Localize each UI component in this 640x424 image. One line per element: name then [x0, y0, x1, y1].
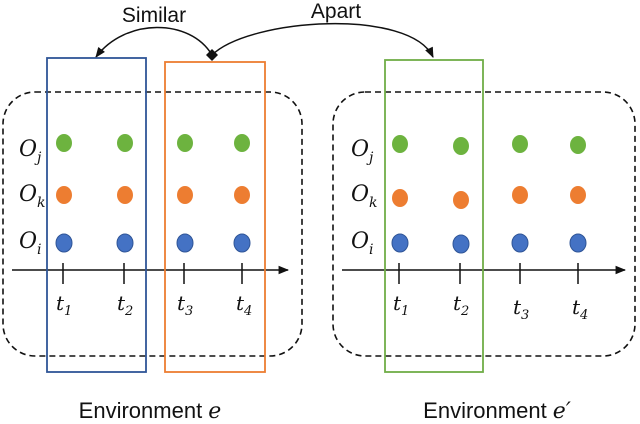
environment-e-prime-box	[332, 91, 636, 357]
caption-environment-e-prime: Environment e′	[423, 398, 571, 424]
dot-oi	[452, 234, 470, 254]
dot-oj	[117, 134, 133, 152]
tick-label-t2: t2	[117, 291, 133, 319]
caption-environment-e: Environment e	[79, 398, 222, 424]
dot-oi	[569, 233, 587, 253]
row-label-oj: Oj	[19, 137, 42, 166]
dot-oi	[391, 233, 409, 253]
dot-oi	[55, 233, 73, 253]
dot-oj	[234, 134, 250, 152]
tick-label-t3: t3	[513, 295, 529, 323]
tick-label-t4: t4	[572, 295, 588, 323]
row-label-ok: Ok	[351, 182, 378, 211]
dot-ok	[512, 186, 528, 204]
dot-oj	[453, 137, 469, 155]
arrow-origin-diamond	[206, 49, 218, 61]
similar-label: Similar	[122, 4, 186, 27]
window-blue-t1-t2	[46, 57, 147, 373]
dot-ok	[177, 186, 193, 204]
dot-oi	[116, 233, 134, 253]
tick-label-t3: t3	[177, 291, 193, 319]
apart-label: Apart	[311, 0, 361, 23]
row-label-ok: Ok	[19, 182, 46, 211]
dot-oi	[233, 233, 251, 253]
window-orange-t3-t4	[164, 61, 266, 373]
tick-label-t1: t1	[56, 291, 72, 319]
environment-e-box	[2, 91, 303, 357]
dot-ok	[234, 186, 250, 204]
dot-oj	[570, 136, 586, 154]
row-label-oi: Oi	[19, 229, 42, 258]
similar-arrow	[95, 26, 213, 58]
window-green-t1-t2	[384, 59, 484, 373]
dot-ok	[570, 186, 586, 204]
dot-ok	[453, 191, 469, 209]
dot-ok	[56, 186, 72, 204]
dot-oj	[177, 134, 193, 152]
dot-ok	[117, 186, 133, 204]
dot-oj	[512, 135, 528, 153]
dot-oi	[511, 233, 529, 253]
dot-oi	[176, 233, 194, 253]
dot-oj	[56, 134, 72, 152]
apart-arrow	[211, 22, 434, 58]
dot-oj	[392, 135, 408, 153]
tick-label-t4: t4	[236, 291, 252, 319]
tick-label-t1: t1	[393, 291, 409, 319]
row-label-oi: Oi	[351, 229, 374, 258]
row-label-oj: Oj	[351, 137, 374, 166]
dot-ok	[392, 189, 408, 207]
tick-label-t2: t2	[453, 291, 469, 319]
